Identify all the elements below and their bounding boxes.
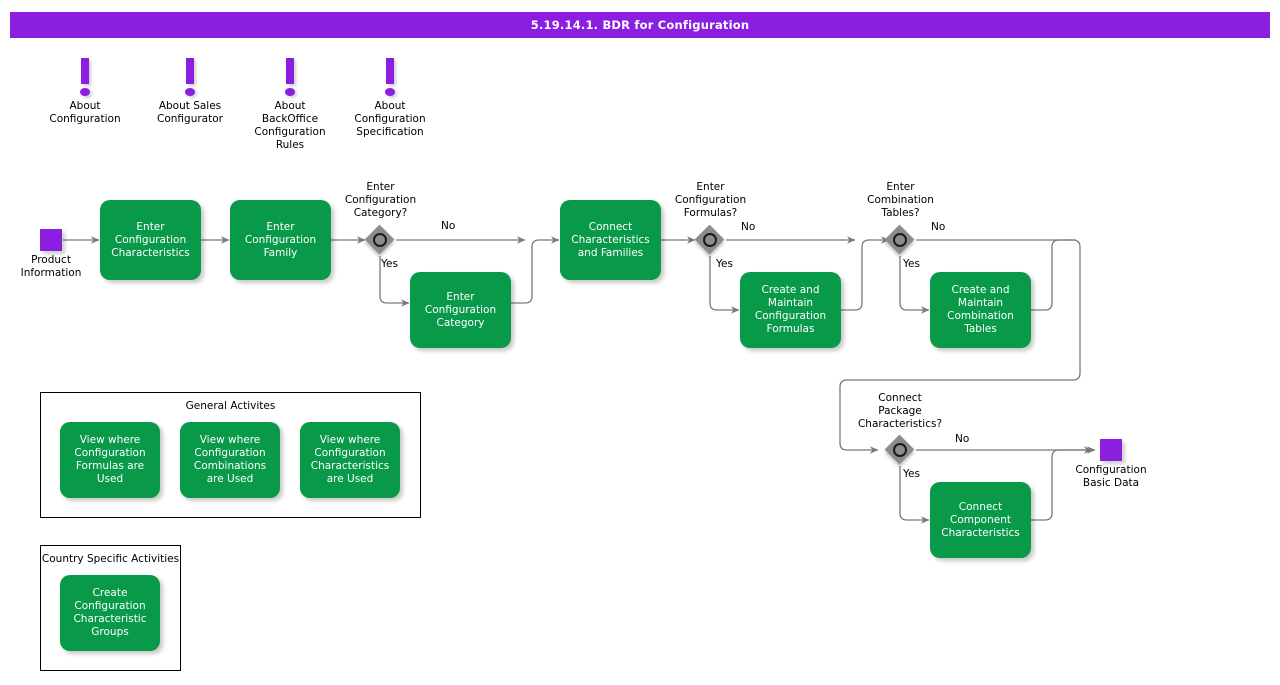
gateway-4-no-label: No [955,433,970,445]
exclamation-note-dot-icon [285,88,295,96]
gateway-1-no-label: No [441,220,456,232]
group-general-activites-title: General Activites [185,400,276,412]
exclamation-note-icon [286,58,294,84]
gateway-4-yes-label: Yes [903,468,920,480]
group-country-specific-activities-title: Country Specific Activities [41,553,180,565]
page-title: 5.19.14.1. BDR for Configuration [530,18,750,32]
gateway-enter-configuration-formulas[interactable] [694,224,725,255]
exclamation-note-dot-icon [385,88,395,96]
gateway-connect-package-characteristics[interactable] [884,434,915,465]
end-event-configuration-basic-data[interactable] [1100,439,1122,461]
exclamation-note-dot-icon [80,88,90,96]
gateway-enter-configuration-category[interactable] [364,224,395,255]
gateway-enter-combination-tables[interactable] [884,224,915,255]
gateway-2-no-label: No [741,221,756,233]
exclamation-note-icon [81,58,89,84]
gateway-inclusive-ring-icon [893,443,907,457]
gateway-3-yes-label: Yes [903,258,920,270]
start-event-product-information[interactable] [40,229,62,251]
gateway-inclusive-ring-icon [893,233,907,247]
gateway-inclusive-ring-icon [373,233,387,247]
page-title-bar: 5.19.14.1. BDR for Configuration [10,12,1270,38]
gateway-1-yes-label: Yes [381,258,398,270]
gateway-inclusive-ring-icon [703,233,717,247]
exclamation-note-dot-icon [185,88,195,96]
gateway-3-no-label: No [931,221,946,233]
exclamation-note-icon [186,58,194,84]
exclamation-note-icon [386,58,394,84]
gateway-2-yes-label: Yes [716,258,733,270]
